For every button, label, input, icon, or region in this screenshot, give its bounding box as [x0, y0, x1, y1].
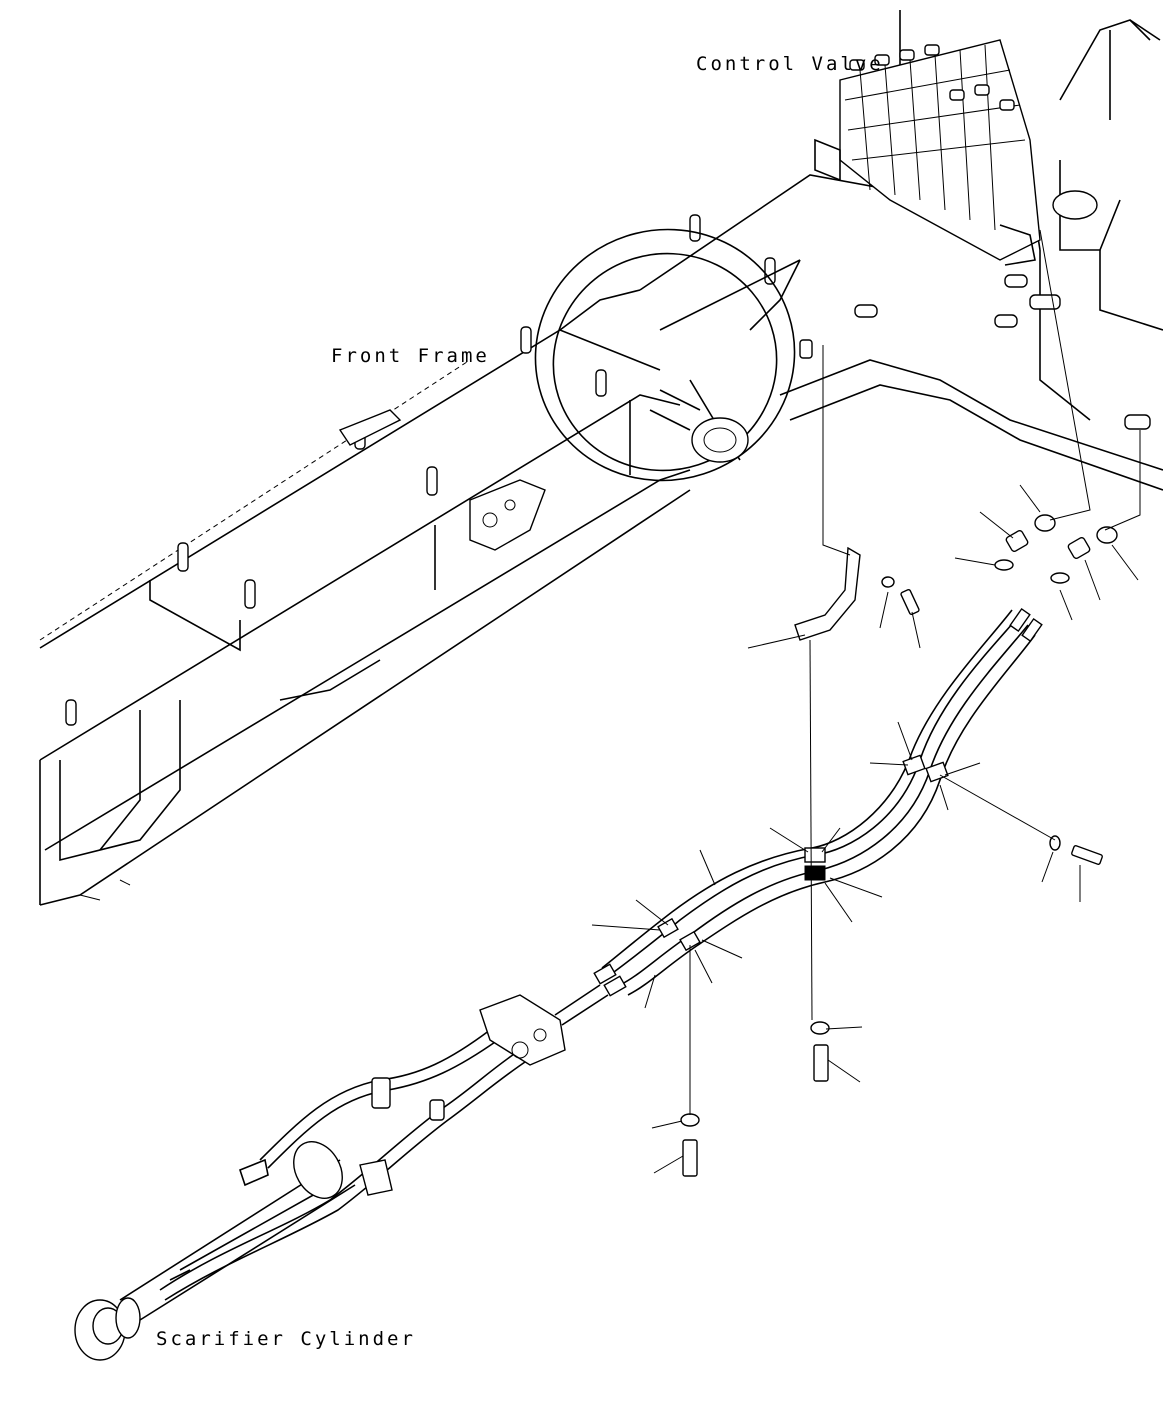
- control-valve: [814, 39, 1041, 266]
- front-frame: [39, 214, 776, 906]
- circle-ring-assembly: [534, 228, 796, 482]
- hose-clamps: [593, 607, 1043, 997]
- scarifier-cylinder-label: Scarifier Cylinder: [156, 1328, 416, 1350]
- front-frame-label: Front Frame: [331, 345, 490, 367]
- fittings-o-rings: [994, 514, 1118, 584]
- callout-leaders: [591, 484, 1139, 1174]
- scarifier-cylinder: [74, 984, 609, 1361]
- hose-bracket: [680, 546, 1103, 1177]
- control-valve-label: Control Valve: [696, 53, 884, 75]
- hydraulic-hoses: [601, 609, 1036, 996]
- leader-lines: [689, 229, 1141, 1115]
